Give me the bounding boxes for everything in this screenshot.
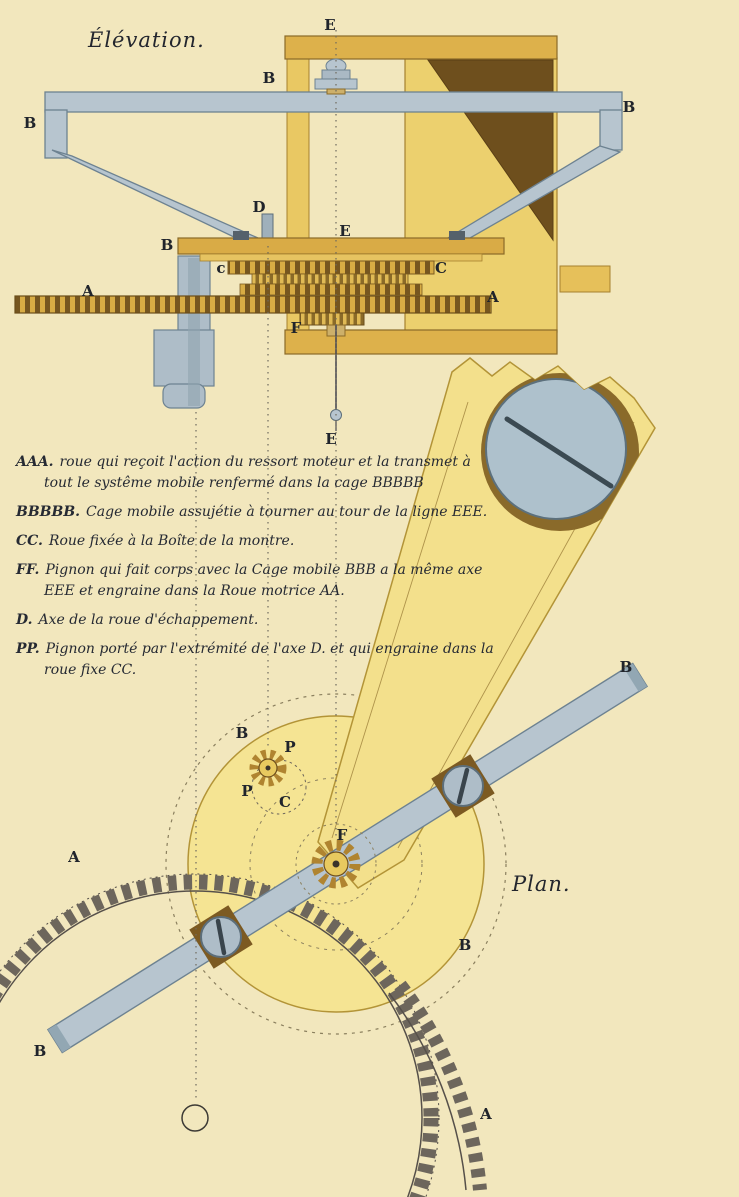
label-f-center: F (337, 826, 348, 844)
driving-wheel-a-section (14, 295, 492, 314)
legend: AAA.roue qui reçoit l'action du ressort … (16, 452, 502, 689)
label-b-cage-right: B (459, 936, 472, 954)
legend-entry-ff: FF.Pignon qui fait corps avec la Cage mo… (16, 560, 502, 602)
label-a-wheel: A (67, 848, 80, 866)
label-b-plate: B (161, 236, 174, 254)
fixed-wheel-c-section (227, 260, 435, 275)
label-c-small: C (279, 793, 291, 811)
escape-pinion-p (249, 749, 287, 787)
legend-key: CC. (16, 533, 43, 549)
elevation-caption: Élévation. (88, 28, 205, 52)
legend-key: D. (16, 612, 33, 628)
legend-entry-cc: CC. Roue fixée à la Boîte de la montre. (16, 531, 502, 552)
cage-pinion-f (295, 823, 377, 905)
label-b-cage-top: B (236, 724, 249, 742)
cage-pitch-circle (165, 693, 507, 1035)
cage-inner-circle (249, 777, 423, 951)
wheel-a-hub (181, 1104, 209, 1132)
label-f: F (291, 319, 302, 337)
frame-side-tab (559, 265, 611, 293)
part-labels: E B B B B D E c C A A F E B P P C F A B … (24, 16, 636, 1123)
legend-key: PP. (16, 641, 40, 657)
plan-caption: Plan. (512, 872, 571, 896)
legend-key: FF. (16, 562, 40, 578)
plan-view (0, 357, 656, 1197)
frame-bottom-bar (284, 329, 558, 355)
label-c-left: c (216, 259, 225, 277)
label-b-right: B (623, 98, 636, 116)
label-b-top: B (263, 69, 276, 87)
cage-bridge (44, 91, 623, 239)
label-b-left: B (24, 114, 37, 132)
bridge-screw-right (431, 754, 495, 818)
gear-stack (14, 260, 492, 337)
legend-text: roue qui reçoit l'action du ressort mote… (44, 454, 471, 491)
fixed-wheel-arc (388, 980, 487, 1191)
axis-pin-d (261, 213, 274, 241)
label-a-lower: A (479, 1105, 492, 1123)
pinion-f-section (299, 312, 365, 326)
screw-cap (481, 373, 639, 531)
legend-entry-d: D. Axe de la roue d'échappement. (16, 610, 502, 631)
legend-text: Pignon porté par l'extrémité de l'axe D.… (44, 641, 494, 678)
label-e-top: E (324, 16, 335, 34)
elevation-view (14, 35, 623, 431)
label-e-axis: E (339, 222, 350, 240)
driving-wheel-a (0, 873, 440, 1197)
legend-entry-bbbbb: BBBBB. Cage mobile assujétie à tourner au… (16, 502, 502, 523)
legend-entry-pp: PP.Pignon porté par l'extrémité de l'axe… (16, 639, 502, 681)
label-a-right: A (486, 288, 499, 306)
label-e-bottom: E (325, 430, 336, 448)
legend-text: Axe de la roue d'échappement. (38, 612, 259, 628)
label-b-bar-right: B (620, 658, 633, 676)
legend-entry-aaa: AAA.roue qui reçoit l'action du ressort … (16, 452, 502, 494)
frame-top-bar (284, 35, 558, 60)
label-p-left: P (241, 782, 252, 800)
label-b-bar-left: B (34, 1042, 47, 1060)
label-d: D (252, 198, 265, 216)
legend-key: BBBBB. (16, 504, 81, 520)
axis-lines (195, 30, 337, 1102)
legend-key: AAA. (16, 454, 54, 470)
bridge-screw-left (189, 905, 253, 969)
legend-text: Roue fixée à la Boîte de la montre. (48, 533, 295, 549)
legend-text: Cage mobile assujétie à tourner au tour … (86, 504, 488, 520)
screw-slot (456, 767, 470, 805)
label-p-top: P (284, 738, 295, 756)
label-c-right: C (435, 259, 447, 277)
screw-cap-slot (504, 416, 614, 489)
screw-slot (215, 918, 227, 956)
legend-text: Pignon qui fait corps avec la Cage mobil… (44, 562, 483, 599)
label-a-left: A (81, 282, 94, 300)
